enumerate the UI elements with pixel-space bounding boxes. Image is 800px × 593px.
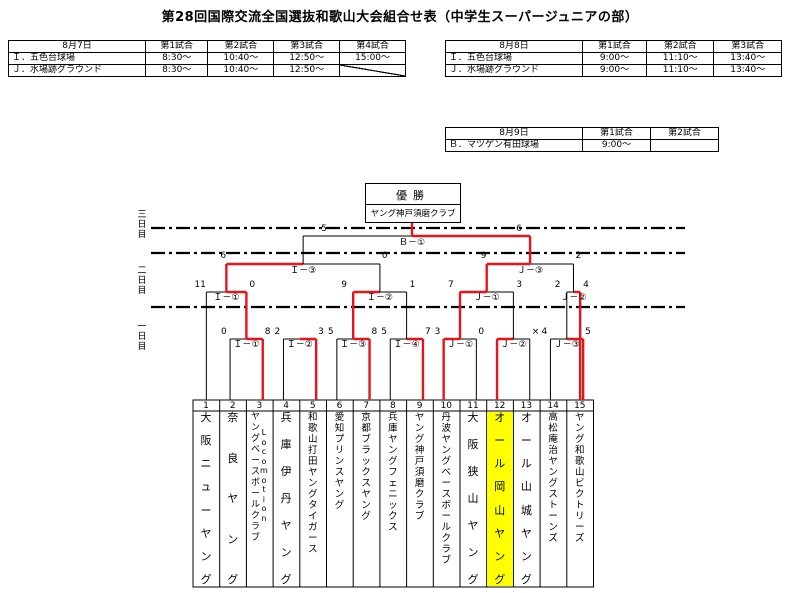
team-name: 大阪狭山ヤング	[467, 411, 479, 586]
game-id: Ｉ－③	[290, 266, 317, 276]
team-name: オール山城ヤング	[520, 411, 532, 586]
team-name: 愛知プリンスヤング	[334, 412, 345, 511]
game-score: ×	[531, 327, 540, 337]
team-number: 11	[467, 401, 479, 411]
game-score: 9	[341, 280, 347, 290]
team-number: 10	[440, 401, 453, 411]
game-score: 8	[264, 327, 271, 337]
team-number: 15	[574, 401, 586, 411]
game-score: 5	[585, 327, 591, 337]
day-label-text: 一日目	[137, 322, 147, 352]
team-number: 13	[520, 401, 533, 411]
game-id: Ｉ－②	[286, 340, 313, 350]
team-name: 兵庫ヤングフェニックス	[388, 412, 398, 533]
team-number: 2	[229, 401, 236, 411]
game-score: 5	[327, 327, 334, 337]
day-label-text: 三日目	[137, 210, 147, 240]
team-name: 高松庵治ヤングストーンズ	[548, 412, 558, 544]
team-number: 12	[493, 401, 506, 411]
game-score: 5	[321, 224, 327, 234]
schedule-table-aug9: 8月9日 第1試合 第2試合 Ｂ．マツゲン有田球場 9:00～	[445, 127, 719, 152]
team-name: 大阪ニューヤング	[200, 411, 212, 586]
team-number: 9	[416, 401, 423, 411]
game-score: 6	[220, 251, 227, 261]
game-score: 1	[409, 280, 416, 290]
game-id: Ｊ－③	[517, 266, 544, 276]
game-score: 7	[448, 280, 454, 290]
game-id: Ｊ－②	[500, 340, 527, 350]
game-score: 3	[516, 280, 523, 290]
game-score: 4	[541, 327, 548, 337]
team-number: 5	[309, 401, 316, 411]
game-score: 5	[381, 327, 387, 337]
game-time: 11:10～	[645, 64, 715, 77]
game-id: Ｉ－①	[213, 293, 240, 303]
champion-label: 優勝	[396, 189, 430, 202]
game-id: Ｉ－③	[340, 340, 367, 350]
team-number: 14	[547, 401, 559, 411]
schedule-table-aug8: 8月8日 第1試合 第2試合 第3試合 Ｉ．五色台球場 9:00～ 11:10～…	[445, 40, 782, 77]
game-id: Ｊ－①	[473, 293, 500, 303]
game-id: Ｉ－①	[233, 340, 260, 350]
team-number: 4	[283, 401, 289, 411]
game-id: Ｂ－①	[398, 238, 426, 248]
game-id: Ｊ－①	[446, 340, 474, 350]
game-score: 9	[480, 251, 487, 261]
game-score: 4	[583, 280, 589, 290]
game-time: 8:30～	[144, 64, 209, 77]
game-time: 9:00～	[582, 64, 647, 77]
team-number: 1	[203, 401, 209, 411]
team-name: 奈良ヤング	[227, 411, 239, 586]
schedule-table-aug7: 8月7日 第1試合 第2試合 第3試合 第4試合 Ｉ．五色台球場 8:30～ 1…	[8, 40, 406, 77]
champion-box: 優勝 ヤング神戸須磨クラブ	[365, 183, 461, 223]
team-number: 8	[390, 401, 396, 411]
game-score: 0	[249, 280, 256, 290]
team-number: 3	[256, 401, 263, 411]
team-name: 丹波ヤングベースボールクラブ	[441, 412, 452, 566]
game-score: 2	[274, 327, 281, 337]
team-name: 京都ブラックスヤング	[361, 412, 371, 522]
game-score: 11	[194, 280, 206, 290]
team-grid-border	[192, 399, 594, 588]
game-score: 0	[381, 251, 388, 261]
venue-name: Ｂ．マツゲン有田球場	[445, 139, 583, 152]
team-name: 兵庫伊丹ヤング	[280, 411, 292, 586]
game-id: Ｉ－④	[393, 340, 420, 350]
team-name: オール岡山ヤング	[486, 412, 513, 586]
game-score: 2	[575, 251, 582, 261]
game-score: 3	[318, 327, 324, 337]
game-score: 0	[478, 327, 485, 337]
game-score: 3	[434, 327, 441, 337]
page-title: 第28回国際交流全国選抜和歌山大会組合せ表（中学生スーパージュニアの部）	[161, 10, 639, 25]
team-name: ヤング神戸須磨クラブ	[414, 412, 425, 522]
game-score: 0	[221, 327, 227, 337]
venue-name: Ｊ．水場跡グラウンド	[445, 64, 583, 77]
day-label-2: 二日目	[137, 266, 149, 296]
team-name: ヤング和歌山ビクトリーズ	[575, 412, 585, 544]
team-number: 7	[363, 401, 370, 411]
game-time: 13:40～	[713, 64, 782, 77]
champion-team: ヤング神戸須磨クラブ	[366, 204, 460, 219]
game-score: 8	[371, 327, 378, 337]
game-id: Ｊ－②	[560, 293, 587, 303]
game-score: 7	[424, 327, 431, 337]
game-time	[650, 139, 719, 152]
day-label-3: 三日目	[137, 210, 149, 240]
day-label-text: 二日目	[137, 266, 147, 296]
game-id: Ｊ－③	[553, 340, 580, 350]
day-label-1: 一日目	[137, 322, 149, 352]
game-score: 6	[516, 224, 522, 234]
game-score: 2	[554, 280, 561, 290]
team-name: 和歌山打田ヤングタイガース	[308, 412, 318, 555]
team-number: 6	[336, 401, 343, 411]
game-time: 9:00～	[582, 139, 651, 152]
no-game-cell	[339, 64, 406, 77]
game-id: Ｉ－②	[366, 293, 393, 303]
